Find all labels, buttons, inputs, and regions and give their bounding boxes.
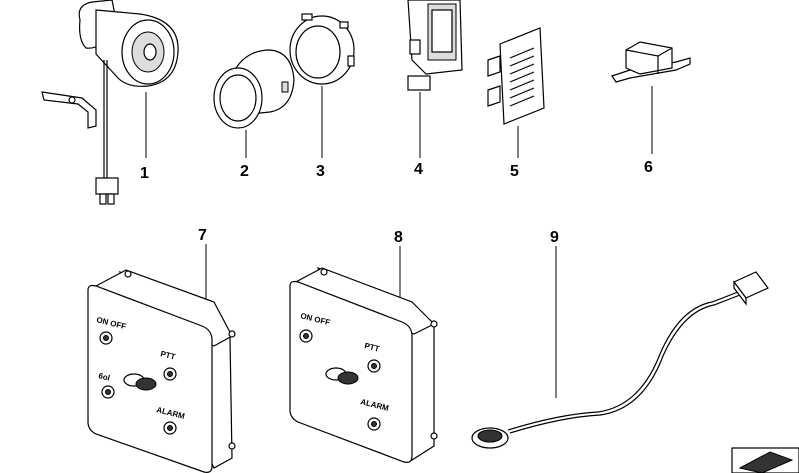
- part-1-horn-speaker: [41, 0, 179, 205]
- page-corner-icon: [731, 447, 799, 473]
- panel8-ptt-label: PTT: [364, 341, 381, 353]
- part-2-round-cap: [213, 49, 295, 158]
- panel7-extra-label: 6ol: [98, 371, 111, 383]
- part-5-vent-grille: [487, 27, 545, 158]
- part-number-3: 3: [316, 163, 325, 180]
- part-number-7: 7: [198, 227, 207, 244]
- part-7-control-panel: [87, 244, 236, 473]
- part-number-5: 5: [510, 163, 519, 180]
- part-4-relay-module: [407, 0, 463, 158]
- part-9-microphone-cable: [471, 246, 769, 449]
- part-number-1: 1: [140, 165, 149, 182]
- part-number-9: 9: [550, 229, 559, 246]
- part-number-4: 4: [414, 161, 423, 178]
- panel7-ptt-label: PTT: [160, 349, 177, 361]
- part-number-8: 8: [394, 229, 403, 246]
- part-6-sensor-block: [611, 41, 691, 154]
- part-number-2: 2: [240, 163, 249, 180]
- part-number-6: 6: [644, 159, 653, 176]
- part-3-threaded-ring: [289, 13, 355, 158]
- part-8-control-panel: [289, 246, 438, 463]
